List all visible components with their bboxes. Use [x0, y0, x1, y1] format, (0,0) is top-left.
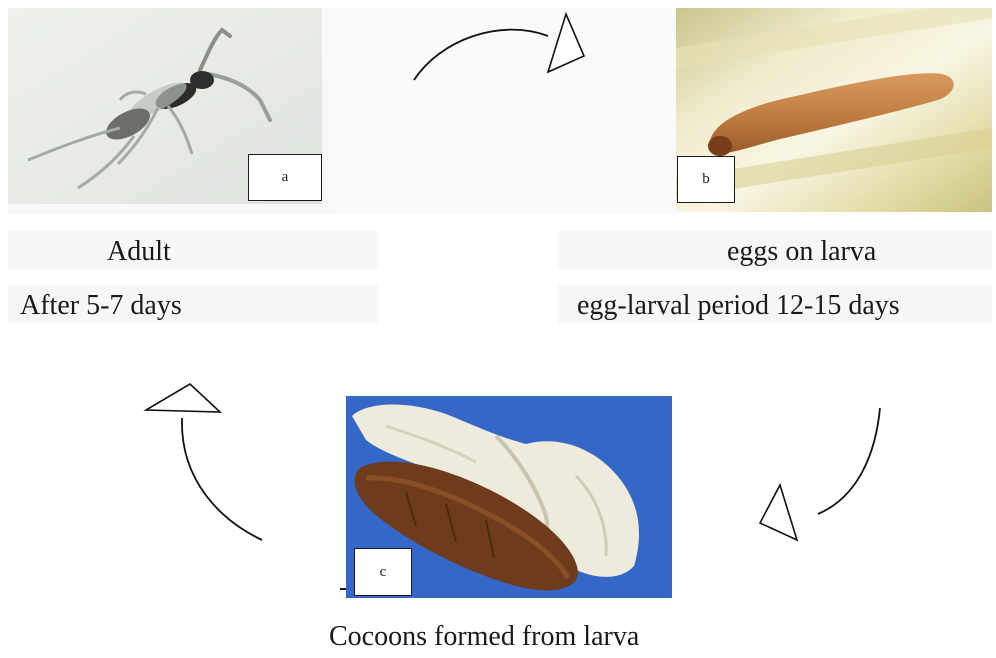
adult-duration-caption: After 5-7 days [20, 288, 182, 324]
stage-c-label: c [354, 548, 412, 596]
adult-caption: Adult [107, 234, 171, 270]
arrow-cocoon-to-adult [146, 384, 262, 540]
stage-c-tick-mark [340, 588, 346, 590]
cocoon-caption: Cocoons formed from larva [329, 619, 639, 655]
arrow-larva-to-cocoon [760, 408, 880, 540]
egg-larval-duration-caption: egg-larval period 12-15 days [577, 288, 900, 324]
caption-band-adult [8, 231, 378, 269]
stage-b-label: b [677, 156, 735, 203]
top-arrow-band [334, 8, 676, 214]
eggs-caption: eggs on larva [727, 234, 876, 270]
stage-a-label: a [248, 154, 322, 201]
